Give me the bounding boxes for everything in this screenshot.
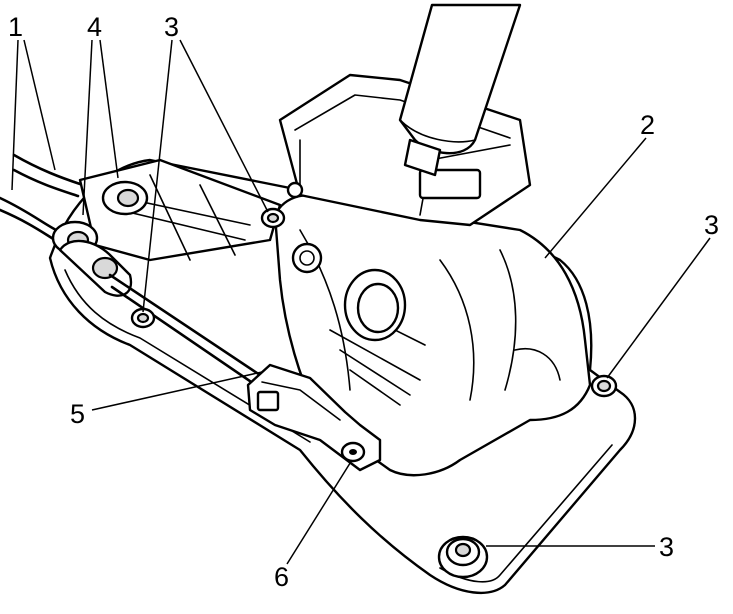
gear-lever [398,3,522,177]
nut-rear [260,207,286,229]
nut-right [590,374,618,398]
pivot-bearing [343,268,407,342]
nut-front [437,535,489,579]
callout-1: 1 [8,12,23,42]
callout-3-top: 3 [164,12,179,42]
callout-3-bottom: 3 [659,532,674,562]
housing-rib-disc [291,242,323,274]
leader-lines [11,39,711,565]
callout-3-right: 3 [704,210,719,240]
cable-end-fitting-upper [101,180,149,216]
pivot-bolt [340,441,366,463]
callout-5: 5 [70,399,85,429]
nut-left [130,307,156,329]
cable-retainer [58,239,133,297]
callout-4: 4 [87,12,102,42]
callout-2: 2 [640,110,655,140]
callout-6: 6 [274,562,289,592]
